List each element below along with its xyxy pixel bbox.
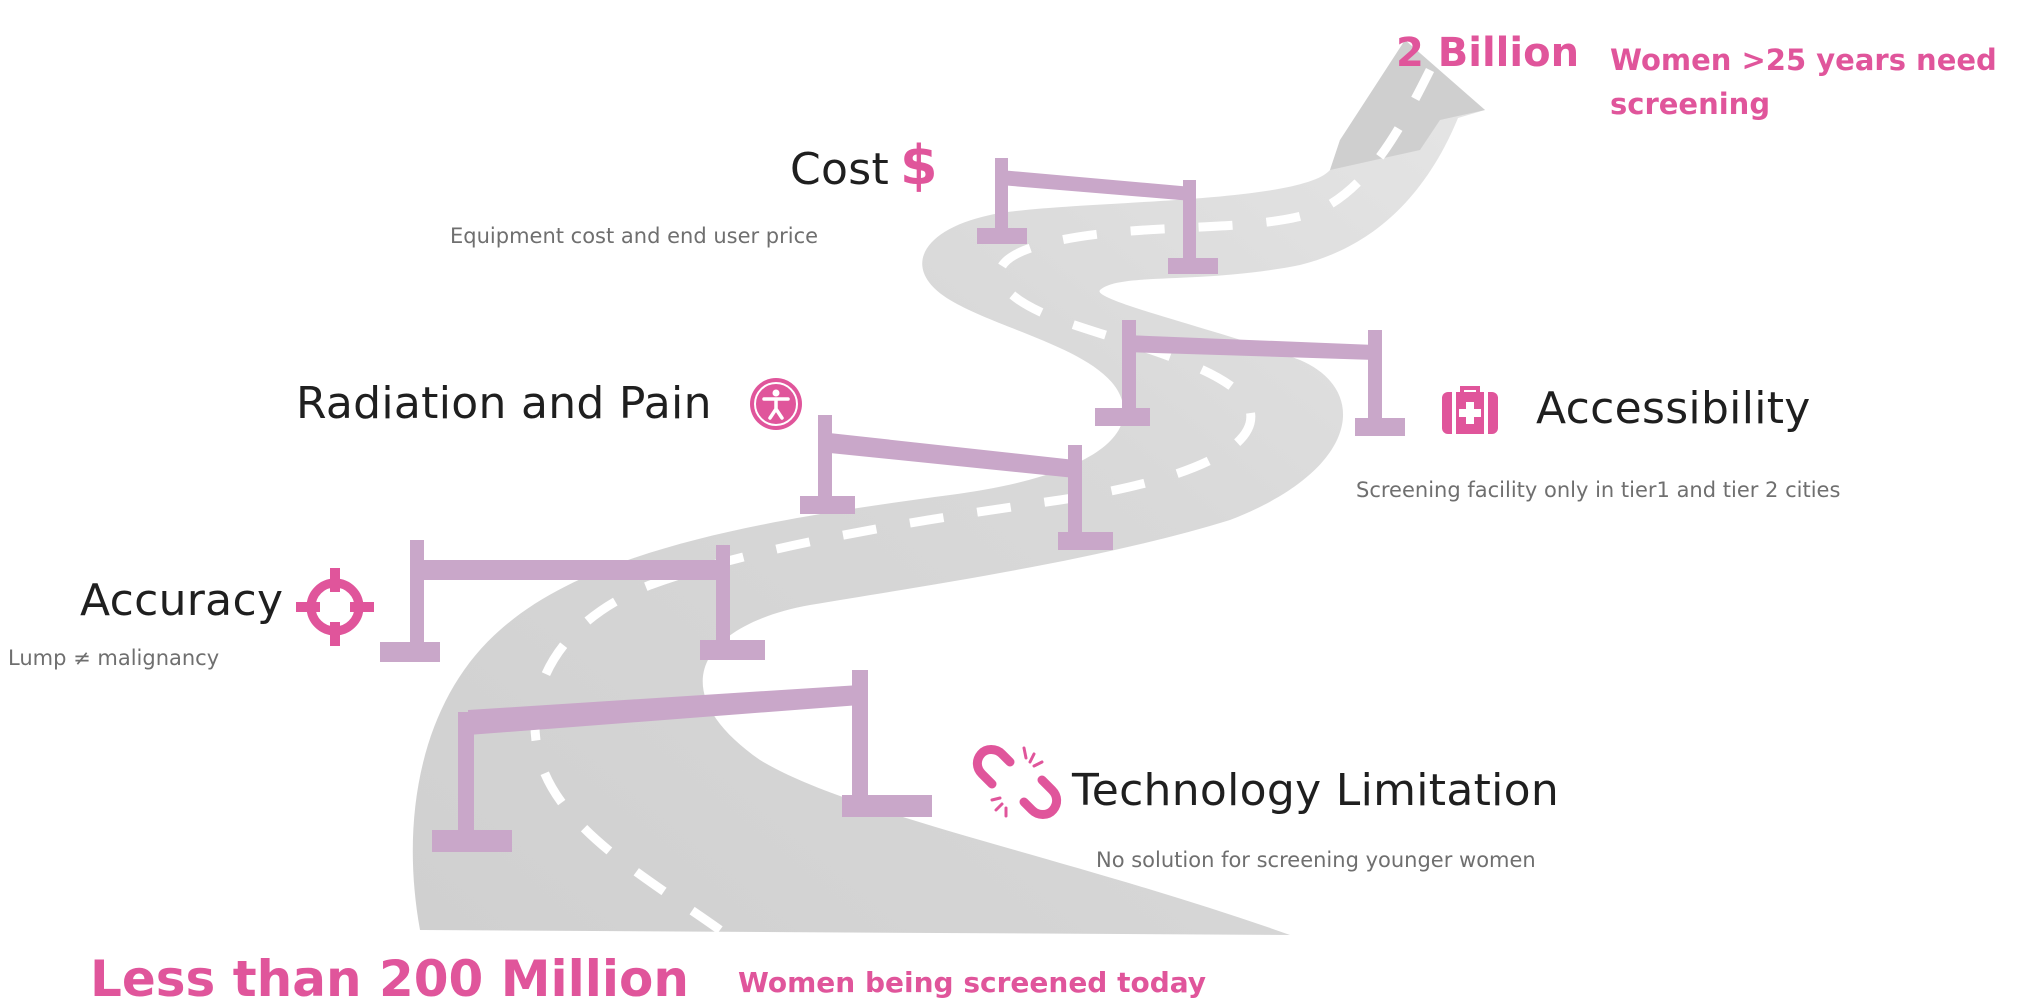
barrier-cost [977,158,1218,274]
cost-description: Equipment cost and end user price [450,224,819,248]
accuracy-title: Accuracy [80,575,284,626]
goal-text: Women >25 years need screening [1610,43,1997,121]
barrier-technology [432,670,932,852]
technology-description: No solution for screening younger women [1096,848,1536,872]
accuracy-description: Lump ≠ malignancy [8,646,220,670]
goal-number: 2 Billion [1396,30,1580,76]
radiation-title: Radiation and Pain [296,378,712,429]
accessibility-person-icon [748,376,804,432]
barrier-accessibility [1095,320,1405,436]
accessibility-title: Accessibility [1536,383,1811,434]
dollar-icon: $ [900,134,938,197]
broken-link-icon [972,740,1062,824]
start-number: Less than 200 Million [90,950,689,1007]
technology-title: Technology Limitation [1072,765,1560,816]
accessibility-description: Screening facility only in tier1 and tie… [1356,478,1841,502]
barrier-radiation [800,415,1113,550]
crosshair-icon [294,566,376,648]
cost-title: Cost [790,144,890,195]
first-aid-kit-icon [1440,378,1500,436]
start-text: Women being screened today [738,966,1207,999]
arrow-head [1330,40,1485,170]
road-center-line [530,67,1435,934]
barrier-accuracy [380,540,765,662]
